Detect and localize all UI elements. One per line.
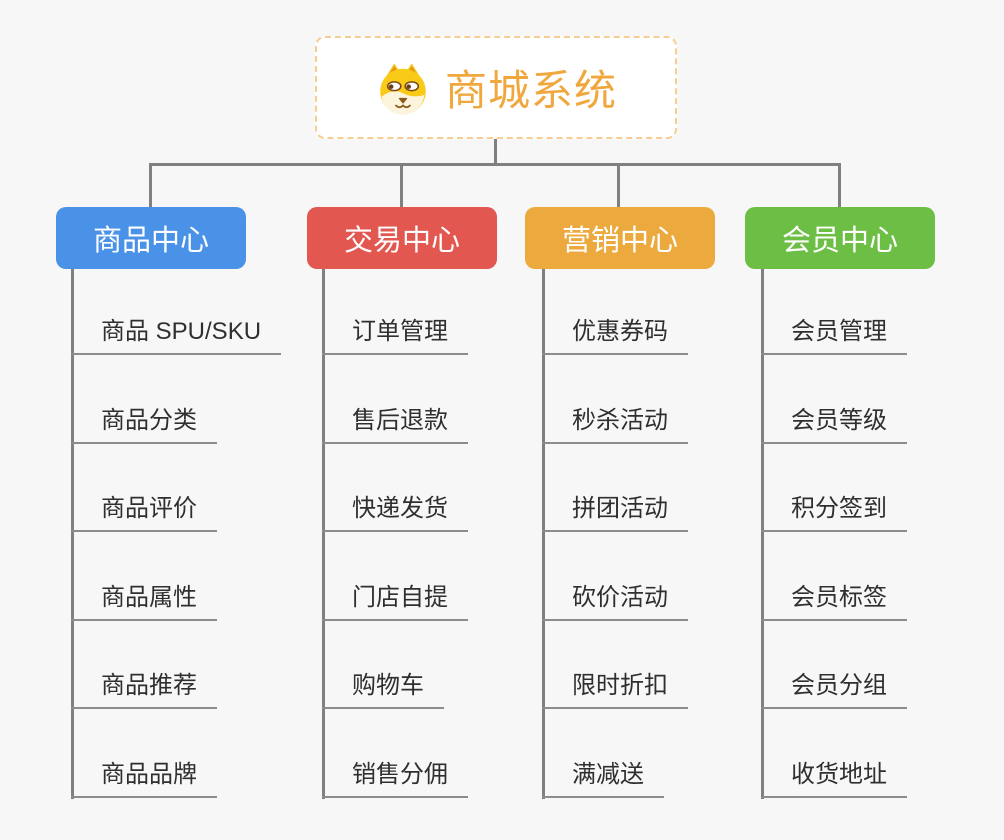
leaf-node[interactable]: 快递发货 xyxy=(322,494,468,532)
branch-label: 会员中心 xyxy=(781,225,898,257)
connector-bus xyxy=(150,163,841,166)
leaf-label: 销售分佣 xyxy=(322,760,468,798)
connector-drop-trade xyxy=(400,163,403,209)
leaf-node[interactable]: 销售分佣 xyxy=(322,760,468,798)
connector-drop-member xyxy=(838,163,841,209)
leaf-node[interactable]: 收货地址 xyxy=(761,760,907,798)
leaf-label: 快递发货 xyxy=(322,494,468,532)
branch-node-product-center[interactable]: 商品中心 xyxy=(56,207,246,269)
branch-label: 交易中心 xyxy=(343,225,460,257)
leaf-node[interactable]: 售后退款 xyxy=(322,406,468,444)
leaf-node[interactable]: 会员等级 xyxy=(761,406,907,444)
leaf-column-marketing-center: 优惠券码 秒杀活动 拼团活动 砍价活动 限时折扣 满减送 xyxy=(542,269,688,799)
leaf-node[interactable]: 积分签到 xyxy=(761,494,907,532)
leaf-node[interactable]: 商品 SPU/SKU xyxy=(71,317,282,355)
leaf-node[interactable]: 商品推荐 xyxy=(71,671,217,709)
leaf-node[interactable]: 拼团活动 xyxy=(542,494,688,532)
leaf-label: 会员管理 xyxy=(761,317,907,355)
leaf-label: 会员等级 xyxy=(761,406,907,444)
leaf-node[interactable]: 会员标签 xyxy=(761,583,907,621)
leaf-label: 门店自提 xyxy=(322,583,468,621)
leaf-node[interactable]: 砍价活动 xyxy=(542,583,688,621)
leaf-label: 会员标签 xyxy=(761,583,907,621)
leaf-node[interactable]: 商品评价 xyxy=(71,494,217,532)
leaf-node[interactable]: 订单管理 xyxy=(322,317,468,355)
dog-face-icon xyxy=(380,63,426,114)
branch-label: 营销中心 xyxy=(561,225,678,257)
leaf-label: 拼团活动 xyxy=(542,494,688,532)
leaf-node[interactable]: 优惠券码 xyxy=(542,317,688,355)
branch-node-marketing-center[interactable]: 营销中心 xyxy=(525,207,715,269)
leaf-node[interactable]: 满减送 xyxy=(542,760,664,798)
branch-node-member-center[interactable]: 会员中心 xyxy=(745,207,935,269)
leaf-label: 商品评价 xyxy=(71,494,217,532)
leaf-label: 积分签到 xyxy=(761,494,907,532)
root-title: 商城系统 xyxy=(444,67,617,114)
leaf-label: 满减送 xyxy=(542,760,664,798)
leaf-node[interactable]: 会员管理 xyxy=(761,317,907,355)
leaf-node[interactable]: 购物车 xyxy=(322,671,444,709)
connector-root-stem xyxy=(494,138,497,165)
leaf-label: 订单管理 xyxy=(322,317,468,355)
leaf-label: 收货地址 xyxy=(761,760,907,798)
leaf-node[interactable]: 秒杀活动 xyxy=(542,406,688,444)
leaf-column-product-center: 商品 SPU/SKU 商品分类 商品评价 商品属性 商品推荐 商品品牌 xyxy=(71,269,282,799)
leaf-column-trade-center: 订单管理 售后退款 快递发货 门店自提 购物车 销售分佣 xyxy=(322,269,468,799)
leaf-label: 商品推荐 xyxy=(71,671,217,709)
leaf-node[interactable]: 商品分类 xyxy=(71,406,217,444)
leaf-label: 商品品牌 xyxy=(71,760,217,798)
leaf-label: 购物车 xyxy=(322,671,444,709)
leaf-label: 售后退款 xyxy=(322,406,468,444)
leaf-node[interactable]: 商品品牌 xyxy=(71,760,217,798)
connector-drop-marketing xyxy=(617,163,620,209)
leaf-label: 限时折扣 xyxy=(542,671,688,709)
leaf-node[interactable]: 限时折扣 xyxy=(542,671,688,709)
root-node-mall-system[interactable]: 商城系统 xyxy=(315,36,677,139)
branch-label: 商品中心 xyxy=(92,225,209,257)
leaf-label: 商品分类 xyxy=(71,406,217,444)
leaf-column-member-center: 会员管理 会员等级 积分签到 会员标签 会员分组 收货地址 xyxy=(761,269,907,799)
leaf-label: 商品 SPU/SKU xyxy=(71,317,282,355)
connector-drop-product xyxy=(149,163,152,209)
leaf-node[interactable]: 门店自提 xyxy=(322,583,468,621)
leaf-node[interactable]: 会员分组 xyxy=(761,671,907,709)
leaf-node[interactable]: 商品属性 xyxy=(71,583,217,621)
leaf-label: 砍价活动 xyxy=(542,583,688,621)
leaf-label: 会员分组 xyxy=(761,671,907,709)
leaf-label: 商品属性 xyxy=(71,583,217,621)
leaf-label: 秒杀活动 xyxy=(542,406,688,444)
branch-node-trade-center[interactable]: 交易中心 xyxy=(307,207,497,269)
leaf-label: 优惠券码 xyxy=(542,317,688,355)
